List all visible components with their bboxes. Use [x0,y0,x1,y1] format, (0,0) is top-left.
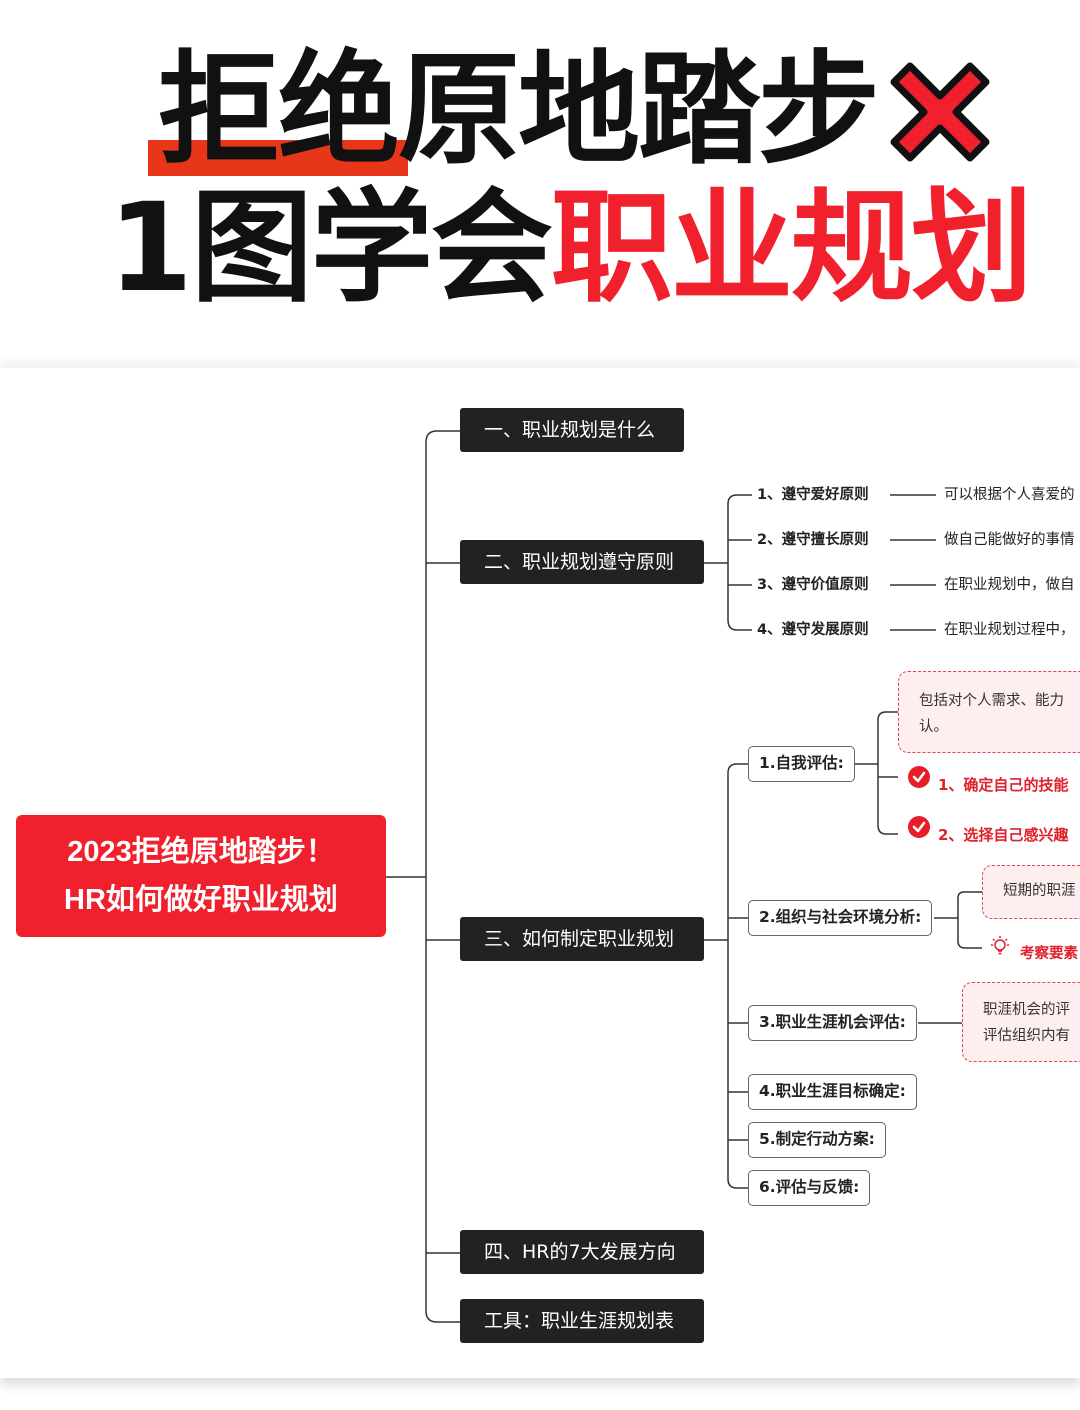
branch-how-to-plan[interactable]: 三、如何制定职业规划 [460,917,704,961]
principle-name[interactable]: 3、遵守价值原则 [757,577,869,593]
headline: 拒绝原地踏步 1图学会职业规划 [0,0,1080,350]
headline-line-1: 拒绝原地踏步 [158,39,880,181]
opportunity-note[interactable]: 职涯机会的评 评估组织内有 [962,982,1080,1062]
principle-desc[interactable]: 在职业规划中，做自 [944,577,1075,593]
note-line: 认。 [919,719,948,735]
branch-tool-table[interactable]: 工具：职业生涯规划表 [460,1299,704,1343]
principle-desc[interactable]: 可以根据个人喜爱的 [944,487,1075,503]
cross-icon [890,62,990,162]
lightbulb-icon [991,936,1009,955]
check-circle-icon [908,766,930,788]
step-action-plan[interactable]: 5.制定行动方案: [748,1122,886,1158]
headline-line-2-black: 1图学会 [108,177,553,319]
step-environment-analysis[interactable]: 2.组织与社会环境分析: [748,900,933,936]
mindmap-root[interactable]: 2023拒绝原地踏步！ HR如何做好职业规划 [16,815,386,937]
branch-what-is-career-planning[interactable]: 一、职业规划是什么 [460,408,684,452]
note-line: 职涯机会的评 [983,1002,1070,1018]
note-line: 评估组织内有 [983,1028,1070,1044]
step-goal-setting[interactable]: 4.职业生涯目标确定: [748,1074,917,1110]
mindmap-canvas: 2023拒绝原地踏步！ HR如何做好职业规划 一、职业规划是什么 二、职业规划遵… [0,368,1080,1378]
step-self-assessment[interactable]: 1.自我评估: [748,746,855,782]
note-line: 包括对个人需求、能力 [919,693,1064,709]
branch-hr-directions[interactable]: 四、HR的7大发展方向 [460,1230,704,1274]
headline-line-2: 1图学会职业规划 [108,177,1033,319]
check-item[interactable]: 2、选择自己感兴趣 [938,826,1069,844]
check-item[interactable]: 1、确定自己的技能 [938,776,1069,794]
step-opportunity-assessment[interactable]: 3.职业生涯机会评估: [748,1005,917,1041]
root-line-1: 2023拒绝原地踏步！ [67,836,335,868]
headline-line-2-red: 职业规划 [550,177,1033,319]
mindmap-connectors [386,430,982,1323]
headline-underline [148,140,408,176]
tip-text[interactable]: 考察要素 [1020,946,1078,962]
principle-desc[interactable]: 做自己能做好的事情 [944,532,1075,548]
check-circle-icon [908,816,930,838]
step-evaluation-feedback[interactable]: 6.评估与反馈: [748,1170,871,1206]
principle-name[interactable]: 4、遵守发展原则 [757,622,869,638]
root-line-2: HR如何做好职业规划 [64,884,338,916]
principle-name[interactable]: 1、遵守爱好原则 [757,487,869,503]
principle-desc[interactable]: 在职业规划过程中， [944,622,1075,638]
environment-note[interactable]: 短期的职涯 [982,865,1080,919]
principle-name[interactable]: 2、遵守擅长原则 [757,532,869,548]
self-assessment-note[interactable]: 包括对个人需求、能力 认。 [898,671,1080,753]
branch-principles[interactable]: 二、职业规划遵守原则 [460,540,704,584]
